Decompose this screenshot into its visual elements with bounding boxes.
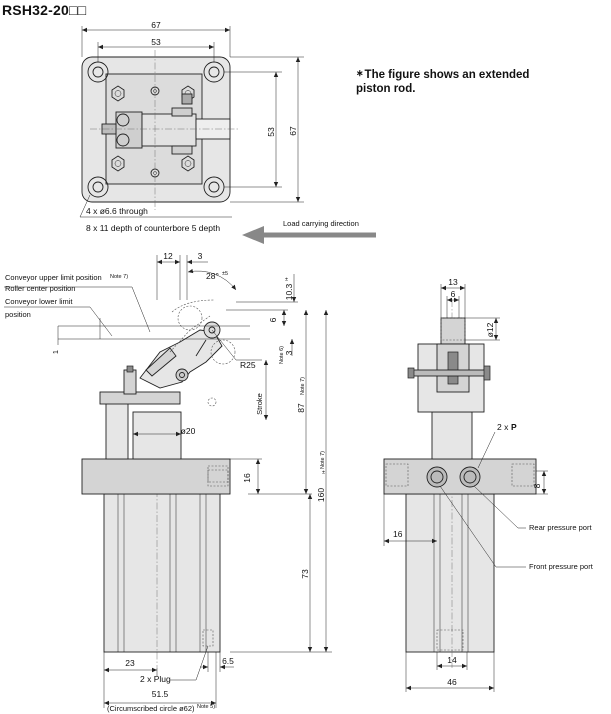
dim-16: 16 (242, 473, 252, 483)
rear-port-label: Rear pressure port (529, 523, 592, 532)
front-cylinder-body (405, 493, 495, 653)
circumscribed-note: Note 5) (197, 704, 215, 710)
dim-10-3-tol: ± (285, 277, 288, 283)
roller-center-label: Roller center position (5, 284, 75, 293)
lever-arm (139, 329, 223, 389)
dim-51-5: 51.5 (152, 689, 169, 699)
plug-label: 2 x Plug (140, 674, 171, 684)
dim-3b: 3 (284, 350, 294, 355)
front-view: 13 6 ø12 2 x P 8 16 Rear pressur (383, 277, 594, 692)
dim-16: 16 (393, 529, 403, 539)
figure-note: ∗The figure shows an extended piston rod… (356, 66, 529, 96)
rear-pressure-port (459, 466, 481, 488)
dim-stroke: Stroke (255, 393, 264, 415)
conveyor-lower-label-2: position (5, 310, 31, 319)
dim-12: 12 (163, 251, 173, 261)
top-view: 67 53 53 67 4 x ø6.6 through 8 x 11 dept… (79, 20, 304, 233)
dim-160: 160 (316, 488, 326, 502)
note-line-1: The figure shows an extended (364, 69, 530, 81)
dim-angle: 28° (206, 271, 219, 281)
load-direction-label: Load carrying direction (283, 219, 359, 228)
dim-160-note: Note 7) (320, 451, 326, 469)
dim-87: 87 (296, 403, 306, 413)
hole-note-2: 8 x 11 depth of counterbore 5 depth (86, 223, 220, 233)
note-line-2: piston rod. (356, 83, 416, 95)
dim-23: 23 (125, 658, 135, 668)
dim-6: 6 (268, 317, 278, 322)
dim-10-3: 10.3 (284, 283, 294, 300)
ports-label: 2 x (497, 422, 509, 432)
dim-phi20: ø20 (181, 426, 196, 436)
conveyor-lower-label-1: Conveyor lower limit (5, 297, 73, 306)
dim-8: 8 (532, 483, 542, 488)
front-pressure-port (426, 466, 448, 488)
front-port-label: Front pressure port (529, 562, 594, 571)
load-direction-arrow: Load carrying direction (242, 219, 376, 244)
dim-height-67: 67 (288, 126, 298, 136)
dim-87-note: Note 7) (300, 377, 306, 395)
dim-3b-note: Note 6) (279, 346, 285, 364)
dim-r25: R25 (240, 360, 256, 370)
dim-phi12: ø12 (485, 322, 495, 337)
model-title: RSH32-20□□ (2, 2, 87, 18)
dim-160-tol: ± (322, 470, 325, 476)
side-block (105, 397, 129, 460)
hole-note-1: 4 x ø6.6 through (86, 206, 148, 216)
dim-angle-tol: ±5 (222, 271, 228, 277)
dim-6: 6 (451, 289, 456, 299)
dim-73: 73 (300, 569, 310, 579)
side-view: Conveyor upper limit position Note 7) Ro… (4, 251, 332, 713)
dim-1: 1 (51, 350, 60, 354)
dim-3: 3 (198, 251, 203, 261)
side-flange (81, 458, 231, 495)
dim-46: 46 (447, 677, 457, 687)
ports-p: P (511, 422, 517, 432)
note-bullet: ∗ (356, 68, 364, 78)
dim-pitch-53: 53 (151, 37, 161, 47)
dim-14: 14 (447, 655, 457, 665)
dim-13: 13 (448, 277, 458, 287)
dim-width-67: 67 (151, 20, 161, 30)
conveyor-upper-label: Conveyor upper limit position (5, 273, 102, 282)
dim-vpitch-53: 53 (266, 127, 276, 137)
conveyor-upper-note: Note 7) (110, 274, 128, 280)
dim-6-5: 6.5 (222, 656, 234, 666)
circumscribed-circle: (Circumscribed circle ø62) (107, 704, 195, 713)
cylinder-body (103, 493, 221, 653)
